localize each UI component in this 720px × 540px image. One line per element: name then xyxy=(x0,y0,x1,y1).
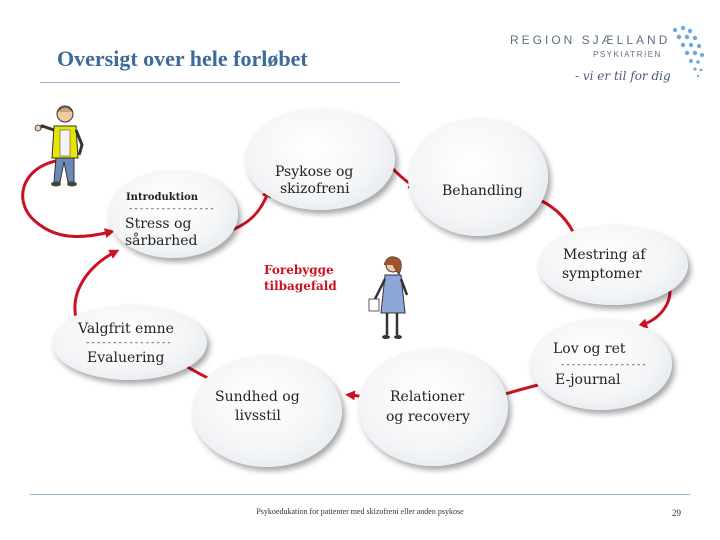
node-valgfrit xyxy=(52,305,207,380)
node-behandling-label: Behandling xyxy=(442,183,523,199)
node-valgfrit-line2: Evaluering xyxy=(87,350,165,366)
woman-figure-icon xyxy=(368,256,409,339)
node-lov xyxy=(530,318,672,410)
node-valgfrit-dashes: ---------------- xyxy=(85,338,172,348)
logo-subtitle: PSYKIATRIEN xyxy=(593,50,662,59)
node-sundhed-line1: Sundhed og xyxy=(215,389,300,405)
node-sundhed xyxy=(192,355,342,467)
node-intro-dashes: ---------------- xyxy=(128,204,215,214)
page-title: Oversigt over hele forløbet xyxy=(57,46,308,71)
node-valgfrit-line1: Valgfrit emne xyxy=(78,321,174,337)
node-intro-line3: sårbarhed xyxy=(125,233,198,249)
center-label-line1: Forebygge xyxy=(264,263,334,277)
logo-dots-icon xyxy=(672,25,704,78)
node-mestring xyxy=(538,225,688,305)
node-psykose-line1: Psykose og xyxy=(275,164,354,180)
node-mestring-line1: Mestring af xyxy=(563,247,646,263)
man-figure-icon xyxy=(34,105,84,187)
node-lov-dashes: ---------------- xyxy=(560,360,647,370)
node-behandling xyxy=(408,118,548,236)
node-psykose-line2: skizofreni xyxy=(280,181,350,197)
node-intro-label: Introduktion xyxy=(126,192,199,203)
arrow-valgfrit-to-intro xyxy=(73,249,120,319)
region-sjaelland-logo: REGION SJÆLLAND PSYKIATRIEN - vi er til … xyxy=(510,25,704,83)
node-relationer xyxy=(358,348,508,466)
node-lov-line1: Lov og ret xyxy=(553,341,626,357)
title-rule xyxy=(40,82,400,83)
node-intro-line2: Stress og xyxy=(125,216,192,232)
logo-name: REGION SJÆLLAND xyxy=(510,33,670,47)
footer-rule xyxy=(30,494,690,495)
center-label-line2: tilbagefald xyxy=(264,279,337,293)
node-sundhed-line2: livsstil xyxy=(235,408,281,424)
page-number: 29 xyxy=(672,508,681,518)
node-relationer-line2: og recovery xyxy=(386,409,470,425)
node-intro xyxy=(108,170,238,258)
node-lov-line2: E-journal xyxy=(555,372,621,388)
node-mestring-line2: symptomer xyxy=(562,266,642,282)
footer-text: Psykoedukation for patienter med skizofr… xyxy=(256,507,464,516)
node-relationer-line1: Relationer xyxy=(390,389,465,405)
logo-tagline: - vi er til for dig xyxy=(575,69,671,83)
arrow-start xyxy=(21,158,115,239)
arrow-behandling-to-mestring xyxy=(539,198,578,241)
node-psykose xyxy=(245,108,395,210)
